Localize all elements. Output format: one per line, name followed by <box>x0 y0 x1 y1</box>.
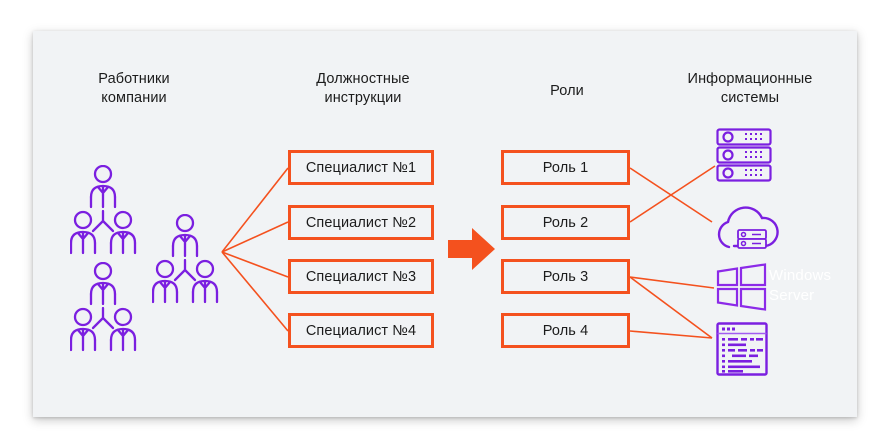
cloud-server-icon <box>717 206 779 249</box>
role-box-1[interactable]: Роль 1 <box>501 150 630 185</box>
column-title-job-instructions: Должностные инструкции <box>316 71 410 106</box>
people-group-3 <box>152 214 219 304</box>
job-instruction-box-2[interactable]: Специалист №2 <box>288 205 434 240</box>
code-window-icon <box>716 322 768 376</box>
people-group-1 <box>70 165 137 255</box>
role-box-2[interactable]: Роль 2 <box>501 205 630 240</box>
server-stack-icon <box>716 128 772 182</box>
people-group-2 <box>70 262 137 352</box>
role-box-3[interactable]: Роль 3 <box>501 259 630 294</box>
right-arrow-icon <box>448 228 495 270</box>
job-instruction-box-4[interactable]: Специалист №4 <box>288 313 434 348</box>
column-title-roles: Роли <box>550 83 584 99</box>
windows-server-label: Windows Server <box>769 267 832 304</box>
job-instruction-box-3[interactable]: Специалист №3 <box>288 259 434 294</box>
role-box-4[interactable]: Роль 4 <box>501 313 630 348</box>
windows-logo-icon <box>716 263 767 311</box>
diagram-card <box>33 31 857 417</box>
column-title-workers: Работники компании <box>98 71 170 106</box>
column-title-information-systems: Информационные системы <box>687 71 813 106</box>
job-instruction-box-1[interactable]: Специалист №1 <box>288 150 434 185</box>
